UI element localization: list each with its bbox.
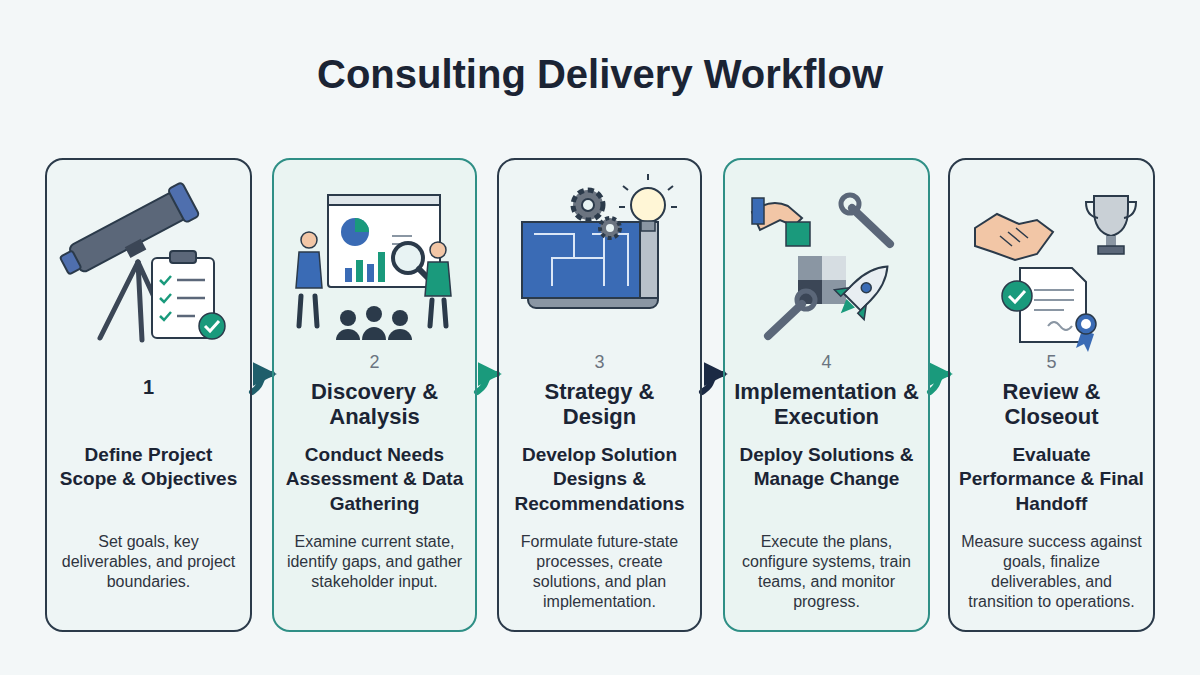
panel-fill — [948, 158, 1155, 632]
step-description: Examine current state, identify gaps, an… — [282, 532, 467, 592]
step-description: Execute the plans, configure systems, tr… — [733, 532, 920, 612]
step-heading: Review & Closeout — [958, 379, 1145, 430]
step-number: 5 — [958, 352, 1145, 373]
step-subheading: Develop Solution Designs & Recommendatio… — [507, 443, 692, 516]
panel-fill — [45, 158, 252, 632]
flow-arrow — [252, 374, 272, 392]
checklist-icon — [152, 251, 225, 339]
step-heading: Strategy & Design — [507, 379, 692, 430]
flow-arrow — [930, 374, 948, 392]
panel-fill — [497, 158, 702, 632]
step-number: 4 — [733, 352, 920, 373]
step-panel: 4Implementation & ExecutionDeploy Soluti… — [723, 158, 930, 632]
step-number: 3 — [507, 352, 692, 373]
design-icon — [522, 156, 677, 308]
step-subheading: Conduct Needs Assessment & Data Gatherin… — [282, 443, 467, 516]
flow-arrow — [477, 374, 497, 392]
step-panel: 5Review & CloseoutEvaluate Performance &… — [948, 158, 1155, 632]
panel-fill — [723, 158, 930, 632]
step-description: Set goals, key deliverables, and project… — [55, 532, 242, 592]
analysis-icon — [296, 195, 451, 340]
execution-icon — [752, 195, 902, 336]
closeout-icon — [975, 196, 1136, 352]
step-panel: 1Define Project Scope & ObjectivesSet go… — [45, 158, 252, 632]
step-description: Formulate future-state processes, create… — [507, 532, 692, 612]
flow-arrow — [702, 374, 723, 392]
step-panel: 3Strategy & DesignDevelop Solution Desig… — [497, 158, 702, 632]
step-subheading: Define Project Scope & Objectives — [55, 443, 242, 492]
step-heading: Discovery & Analysis — [282, 379, 467, 430]
step-panel: 2Discovery & AnalysisConduct Needs Asses… — [272, 158, 477, 632]
step-description: Measure success against goals, finalize … — [958, 532, 1145, 612]
step-subheading: Evaluate Performance & Final Handoff — [958, 443, 1145, 516]
panel-fill — [272, 158, 477, 632]
diagram-title: Consulting Delivery Workflow — [0, 52, 1200, 97]
step-heading: Implementation & Execution — [733, 379, 920, 430]
step-number: 2 — [282, 352, 467, 373]
step-number: 1 — [55, 376, 242, 399]
step-subheading: Deploy Solutions & Manage Change — [733, 443, 920, 492]
